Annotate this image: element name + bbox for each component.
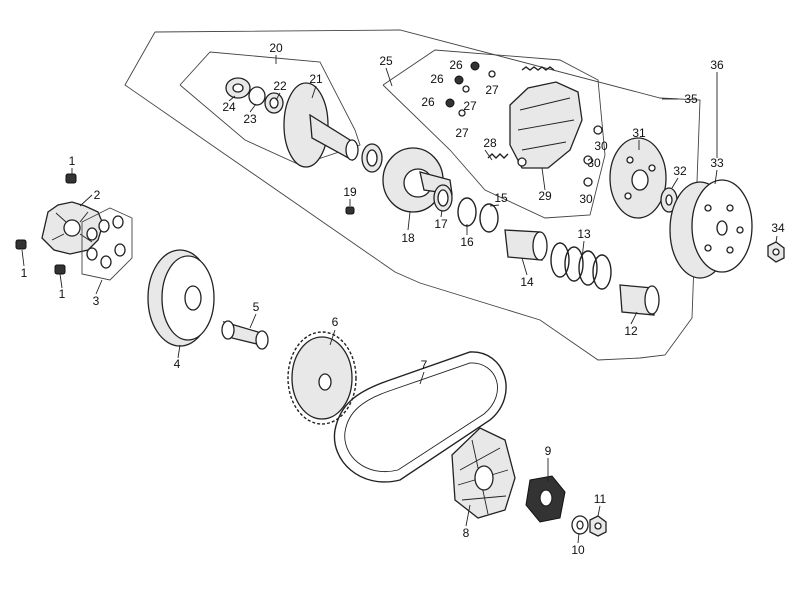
callout-9: 9 <box>545 444 552 458</box>
callout-13: 13 <box>577 227 591 241</box>
callout-32: 32 <box>673 164 687 178</box>
callout-4: 4 <box>174 357 181 371</box>
callout-7: 7 <box>421 358 428 372</box>
callout-18: 18 <box>401 231 415 245</box>
callout-24: 24 <box>222 100 236 114</box>
movable-driven-face-18 <box>382 147 453 213</box>
outline-group-25 <box>382 49 606 219</box>
fixed-drive-face <box>451 427 516 519</box>
callout-17: 17 <box>434 217 448 231</box>
outline-clutch-assembly <box>124 29 701 361</box>
callout-33: 33 <box>710 156 724 170</box>
clutch-spring-28 <box>487 153 509 159</box>
callout-16: 16 <box>460 235 474 249</box>
top-spring <box>521 66 555 71</box>
slider-pieces <box>15 173 77 275</box>
callout-26b: 26 <box>430 72 444 86</box>
spring-13 <box>550 242 612 290</box>
callout-1a: 1 <box>69 154 76 168</box>
callout-30c: 30 <box>579 192 593 206</box>
nut-34 <box>767 241 785 263</box>
small-hardware-26-27-30 <box>445 61 603 187</box>
small-pin-19 <box>345 206 355 215</box>
washer-and-nut <box>571 515 607 537</box>
movable-drive-face <box>147 249 215 347</box>
callout-35: 35 <box>684 92 698 106</box>
callout-27a: 27 <box>485 83 499 97</box>
callout-12: 12 <box>624 324 638 338</box>
bearing-group-20 <box>225 77 284 114</box>
callout-19: 19 <box>343 185 357 199</box>
callout-23: 23 <box>243 112 257 126</box>
callout-labels: 1 1 1 2 3 4 5 6 7 8 9 10 11 12 13 14 15 … <box>21 41 785 557</box>
drive-face-boss <box>221 320 269 350</box>
callout-27c: 27 <box>455 126 469 140</box>
callout-20: 20 <box>269 41 283 55</box>
callout-26c: 26 <box>421 95 435 109</box>
collar-12 <box>619 284 660 316</box>
callout-2: 2 <box>94 188 101 202</box>
callout-30b: 30 <box>587 156 601 170</box>
oil-seal <box>361 143 383 173</box>
callout-3: 3 <box>93 294 100 308</box>
callout-25: 25 <box>379 54 393 68</box>
driven-face-21 <box>283 82 359 168</box>
clutch-plate-31 <box>609 137 667 219</box>
ramp-plate <box>41 201 104 255</box>
starter-gear <box>287 331 357 425</box>
callout-6: 6 <box>332 315 339 329</box>
callout-27b: 27 <box>463 99 477 113</box>
clutch-shoes-29 <box>509 81 583 169</box>
outline-group-20 <box>179 51 361 166</box>
leader-lines <box>21 55 778 544</box>
callout-31: 31 <box>632 126 646 140</box>
callout-30a: 30 <box>594 139 608 153</box>
callout-11: 11 <box>594 492 607 506</box>
group-outlines <box>124 29 701 361</box>
callout-1c: 1 <box>59 287 66 301</box>
callout-8: 8 <box>463 526 470 540</box>
callout-28: 28 <box>483 136 497 150</box>
drive-belt <box>333 351 507 483</box>
callout-5: 5 <box>253 300 260 314</box>
clutch-outer-33 <box>669 179 753 279</box>
callout-10: 10 <box>571 543 585 557</box>
callout-34: 34 <box>771 221 785 235</box>
o-rings-15-16-17 <box>433 184 499 233</box>
callout-36: 36 <box>710 58 724 72</box>
weight-rollers <box>81 207 133 281</box>
callout-1b: 1 <box>21 266 28 280</box>
callout-26a: 26 <box>449 58 463 72</box>
callout-29: 29 <box>538 189 552 203</box>
callout-14: 14 <box>520 275 534 289</box>
collar-14 <box>504 229 548 261</box>
callout-15: 15 <box>494 191 508 205</box>
one-way-drive <box>525 475 566 523</box>
callout-22: 22 <box>273 79 287 93</box>
callout-21: 21 <box>309 72 323 86</box>
